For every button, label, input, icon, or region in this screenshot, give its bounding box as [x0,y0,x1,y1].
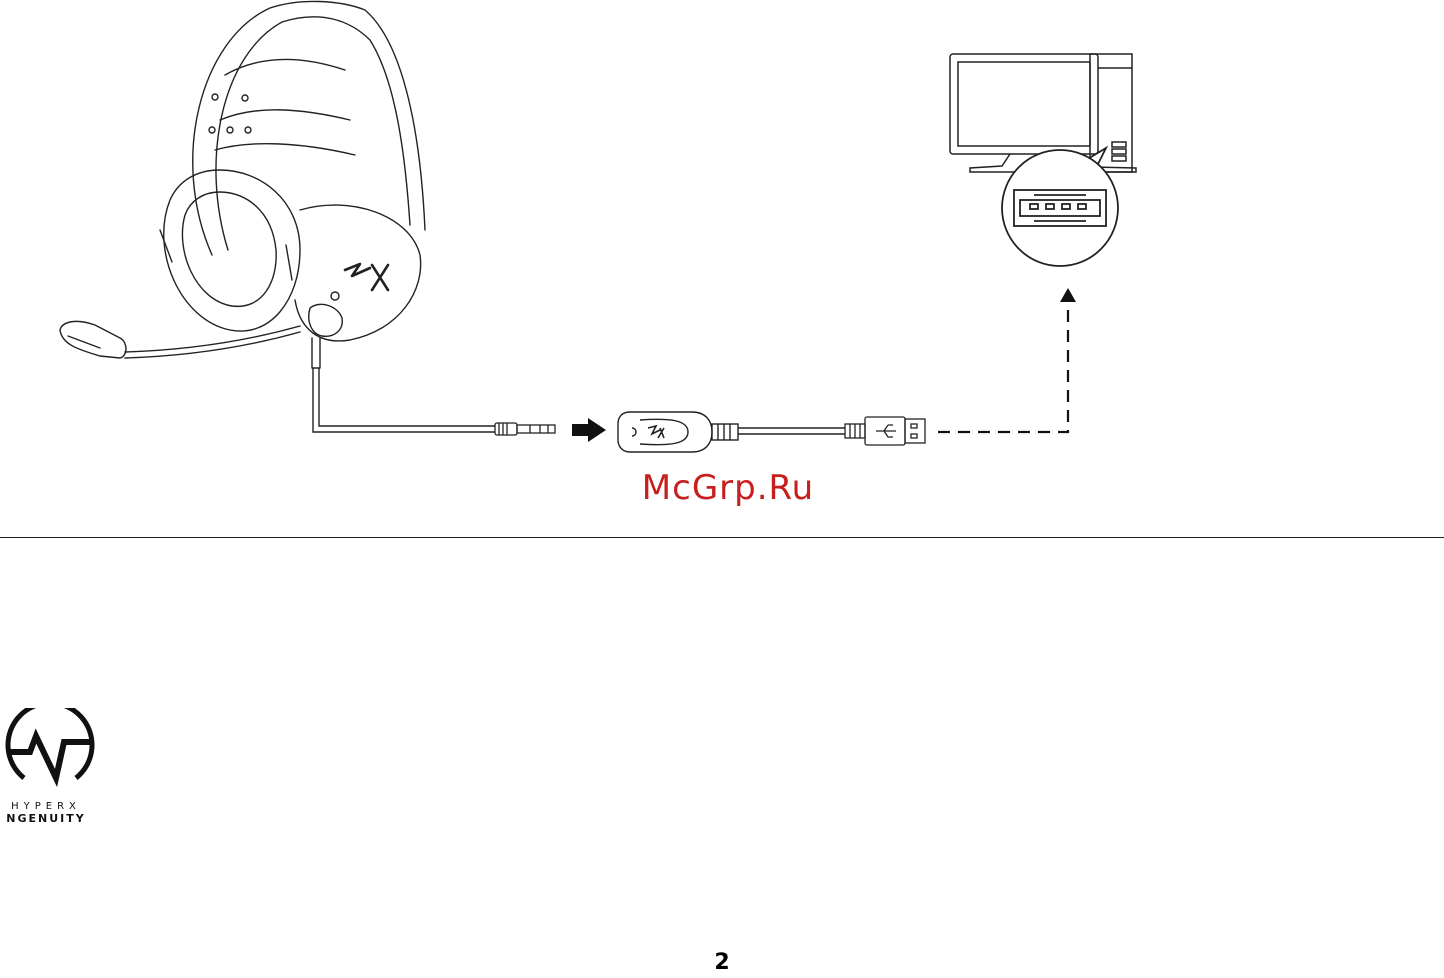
connection-arrow-icon [1060,288,1076,302]
insert-arrow-icon [572,418,606,442]
logo-brand-text: HYPERX [11,801,81,812]
usb-sound-card-icon [618,412,845,452]
ngenuity-logo: HYPERX NGENUITY [0,708,100,828]
horizontal-divider [0,537,1444,538]
connection-dashed-line [938,302,1068,432]
headset-cable [313,368,495,432]
connection-diagram [0,0,1444,540]
logo-product-text: NGENUITY [6,812,85,825]
watermark: McGrp.Ru [628,468,828,508]
page-number: 2 [700,950,744,975]
usb-port-icon [1002,148,1118,266]
audio-jack-icon [495,423,555,435]
headset-icon [60,1,425,368]
usb-plug-icon [845,417,925,445]
